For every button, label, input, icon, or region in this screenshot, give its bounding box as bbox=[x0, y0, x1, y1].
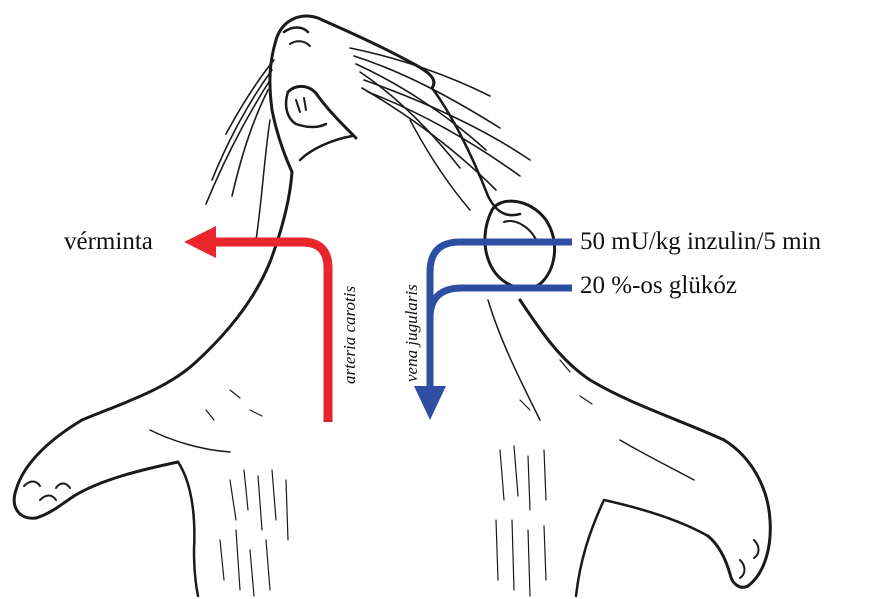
artery-arrow bbox=[184, 226, 328, 422]
left-body-outline bbox=[14, 120, 292, 596]
vena-jugularis-label: vena jugularis bbox=[402, 284, 422, 382]
fur-shading bbox=[206, 360, 592, 596]
glucose-label: 20 %-os glükóz bbox=[580, 272, 737, 300]
head-outline bbox=[270, 16, 520, 215]
right-body-outline bbox=[488, 300, 770, 596]
arteria-carotis-label: arteria carotis bbox=[340, 286, 360, 384]
insulin-label: 50 mU/kg inzulin/5 min bbox=[580, 228, 821, 256]
blood-sample-label: vérminta bbox=[64, 228, 153, 256]
